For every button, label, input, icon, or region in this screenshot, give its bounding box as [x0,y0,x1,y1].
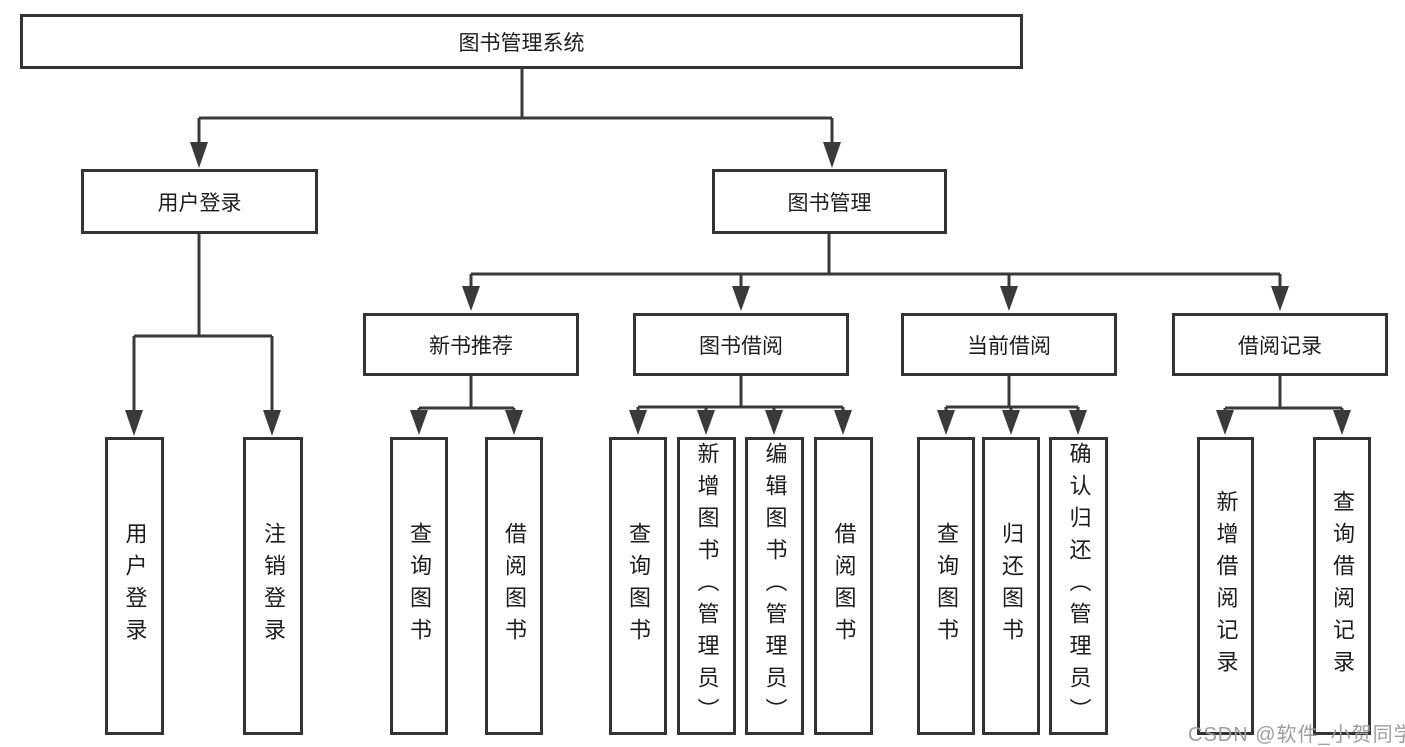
node-label: 借阅记录 [1238,334,1322,358]
node-label: 归还图书 [999,522,1024,650]
node-label: 借阅图书 [831,522,857,650]
arrowheads [125,142,1351,436]
node-label: 当前借阅 [967,334,1051,358]
node-label: 用户登录 [157,191,242,215]
connector-segments [132,68,1344,412]
leaf-borrowing-add-books-admin: 新增图书（管理员） [677,437,736,735]
node-label: 新增图书（管理员） [694,442,720,730]
leaf-borrowing-query-books: 查询图书 [609,437,667,735]
node-book-management: 图书管理 [712,169,947,234]
leaf-current-return-books: 归还图书 [982,437,1040,735]
leaf-user-login: 用户登录 [105,437,164,735]
leaf-borrowing-borrow-books: 借阅图书 [814,437,873,735]
node-label: 新书推荐 [429,334,513,358]
node-label: 查询借阅记录 [1330,490,1355,682]
node-book-borrowing: 图书借阅 [633,313,849,376]
node-label: 查询图书 [407,522,432,650]
node-label: 注销登录 [261,522,286,650]
node-label: 查询图书 [934,522,959,650]
node-label: 新增借阅记录 [1213,490,1239,682]
leaf-newbook-borrow-books: 借阅图书 [485,437,543,735]
leaf-current-query-books: 查询图书 [917,437,975,735]
leaf-current-confirm-return-admin: 确认归还（管理员） [1049,437,1108,735]
node-borrowing-records: 借阅记录 [1172,313,1388,376]
node-user-login: 用户登录 [81,169,318,234]
node-new-book-recommendation: 新书推荐 [363,313,579,376]
node-label: 用户登录 [122,522,148,650]
node-label: 确认归还（管理员） [1066,442,1092,730]
node-label: 图书管理系统 [458,31,585,55]
node-label: 图书借阅 [699,334,783,358]
node-label: 图书管理 [787,191,872,215]
csdn-watermark: CSDN @软件_小贺同学 [1188,724,1405,746]
node-label: 查询图书 [626,522,651,650]
leaf-records-add-borrow-record: 新增借阅记录 [1197,437,1254,735]
node-current-borrowing: 当前借阅 [901,313,1117,376]
leaf-records-query-borrow-record: 查询借阅记录 [1313,437,1371,735]
leaf-borrowing-edit-books-admin: 编辑图书（管理员） [745,437,804,735]
node-label: 借阅图书 [502,522,527,650]
node-root-library-management-system: 图书管理系统 [20,14,1023,69]
leaf-logout: 注销登录 [243,437,303,735]
leaf-newbook-query-books: 查询图书 [390,437,448,735]
node-label: 编辑图书（管理员） [762,442,788,730]
